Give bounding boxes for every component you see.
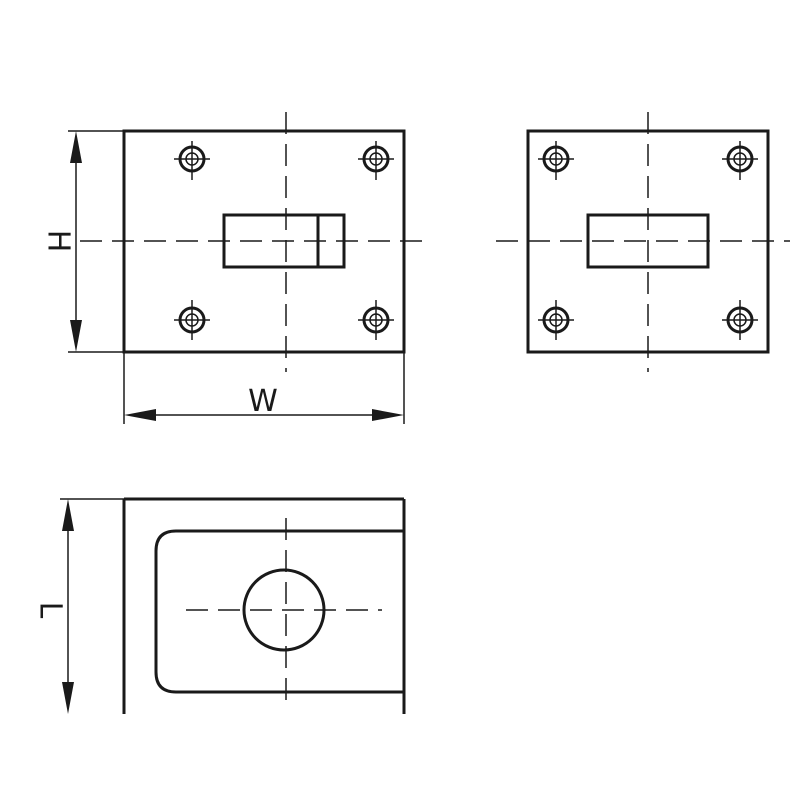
- rear-view-bolt-hole-bottom-left: [538, 300, 574, 340]
- width-dimension: W: [123, 352, 405, 424]
- top-view-mounting-hole: [242, 568, 326, 652]
- front-view-bolt-hole-bottom-right: [358, 300, 394, 340]
- length-arrow-bottom: [62, 682, 74, 714]
- height-arrow-top: [70, 131, 82, 163]
- top-view-inner-flange: [154, 529, 404, 694]
- top-view: [122, 497, 406, 714]
- width-arrow-right: [372, 409, 404, 421]
- width-arrow-left: [124, 409, 156, 421]
- height-dimension: H: [41, 130, 124, 353]
- front-view: [80, 112, 425, 372]
- length-dimension: L: [33, 498, 124, 714]
- front-view-slot: [222, 213, 346, 269]
- length-arrow-top: [62, 499, 74, 531]
- width-label: W: [248, 384, 278, 419]
- height-label: H: [41, 230, 76, 253]
- front-view-bolt-hole-top-left: [174, 141, 210, 180]
- rear-view-bolt-hole-bottom-right: [722, 300, 758, 340]
- rear-view-bolt-hole-top-left: [538, 141, 574, 180]
- front-view-bolt-hole-top-right: [358, 141, 394, 180]
- length-label: L: [33, 602, 68, 619]
- front-view-bolt-hole-bottom-left: [174, 300, 210, 340]
- height-arrow-bottom: [70, 320, 82, 352]
- rear-view-slot: [586, 213, 710, 269]
- rear-view: [496, 112, 790, 372]
- rear-view-bolt-hole-top-right: [722, 141, 758, 180]
